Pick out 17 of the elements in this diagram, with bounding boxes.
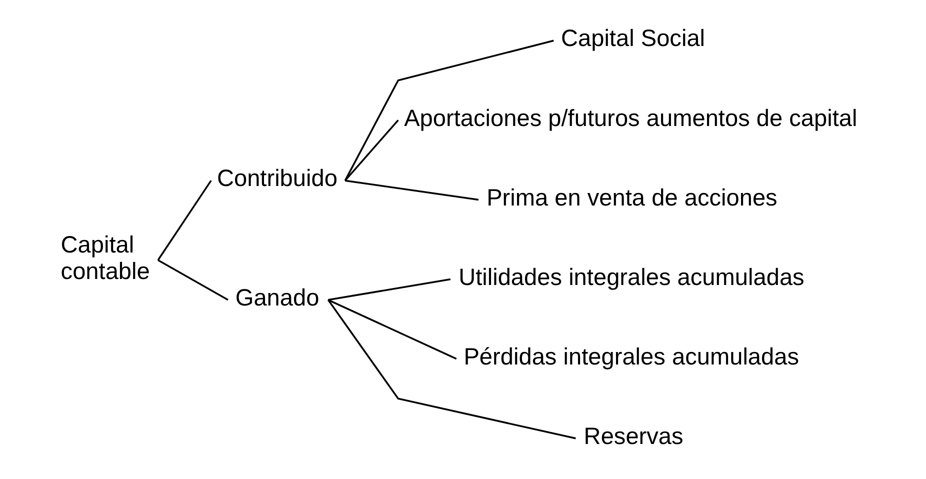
node-text: Capital contable: [60, 231, 150, 284]
node-text: Reservas: [584, 422, 684, 449]
connector: [157, 180, 212, 261]
connector: [158, 259, 228, 301]
connector: [328, 278, 451, 301]
node-text: Prima en venta de acciones: [486, 184, 778, 210]
connector: [328, 299, 457, 360]
node-text: Utilidades integrales acumuladas: [458, 264, 804, 290]
node-text: Aportaciones p/futuros aumentos de capital: [404, 104, 858, 131]
connector: [344, 120, 399, 182]
node-text: Pérdidas integrales acumuladas: [464, 343, 800, 370]
node-text: Ganado: [235, 284, 320, 311]
node-text: Contribuido: [216, 165, 338, 192]
connector: [344, 40, 554, 181]
connector: [327, 299, 576, 440]
node-text: Capital Social: [560, 25, 706, 52]
connector: [345, 180, 479, 201]
